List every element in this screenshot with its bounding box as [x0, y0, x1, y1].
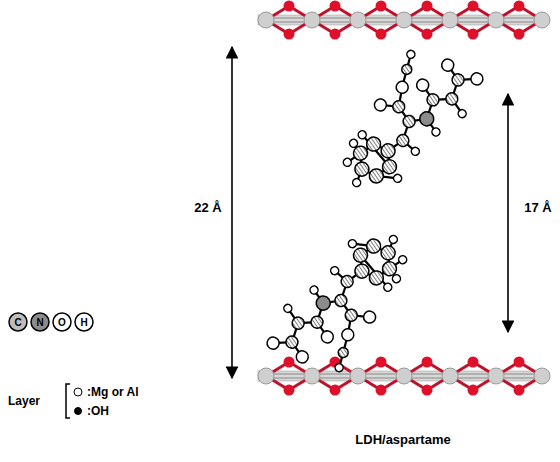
legend-text: :Mg or Al [87, 385, 139, 399]
atom-key-label: O [58, 317, 66, 328]
legend-item: :OH [72, 404, 109, 418]
layer-label: Layer [8, 395, 40, 408]
legend-text: :OH [87, 404, 109, 418]
ldh-layer [258, 1, 550, 40]
legend-item: :Mg or Al [72, 385, 139, 399]
atom-key [9, 313, 93, 331]
dimension-label: 22 Å [194, 201, 221, 215]
aspartame-molecule [309, 25, 505, 205]
atom-key-label: N [36, 317, 43, 328]
dimension-arrow [231, 47, 233, 378]
bracket [66, 384, 70, 418]
atom-key-label: C [14, 317, 21, 328]
atom-key-label: H [80, 317, 87, 328]
dimension-label: 17 Å [524, 201, 551, 215]
caption: LDH/aspartame [355, 433, 450, 447]
metal-symbol [72, 386, 84, 398]
hydroxyl-symbol [72, 405, 84, 417]
aspartame-molecule [245, 217, 441, 397]
dimension-arrow [507, 94, 509, 332]
